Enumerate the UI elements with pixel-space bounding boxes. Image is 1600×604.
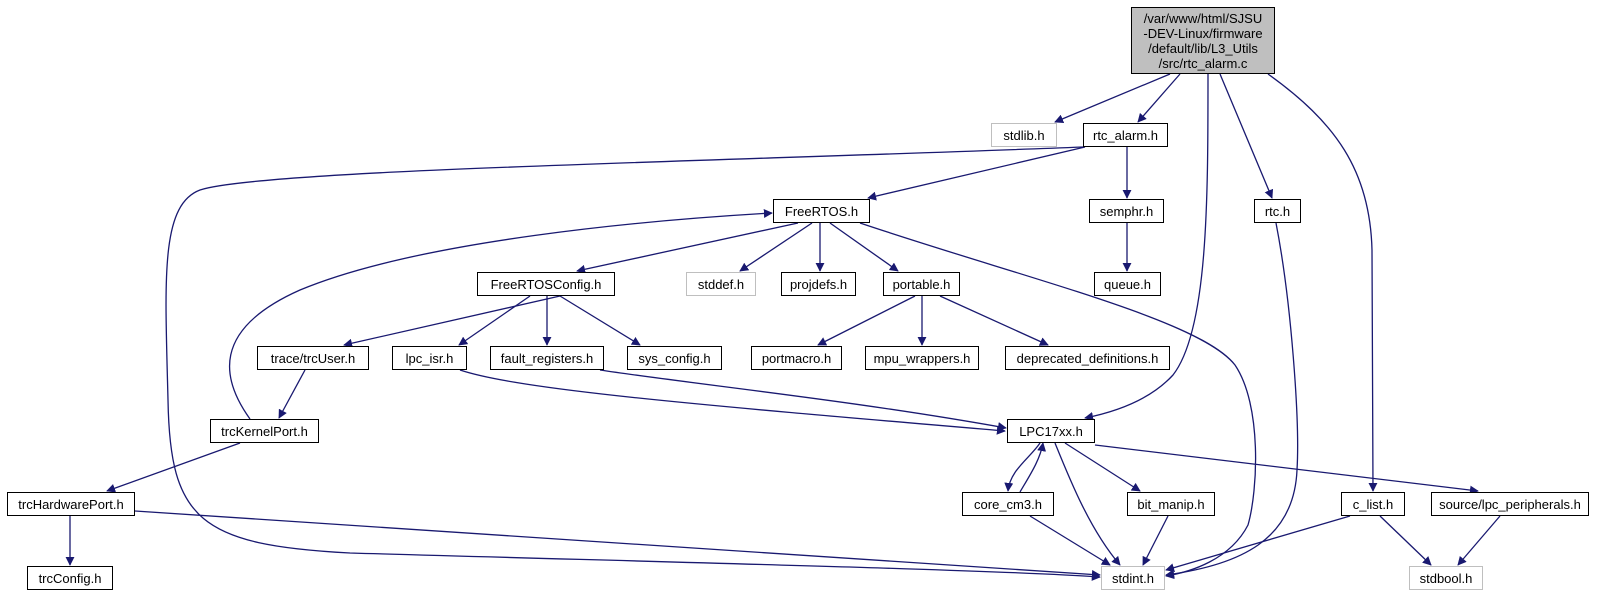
root-line-3: /default/lib/L3_Utils [1148, 40, 1258, 56]
node-lpc-isr-h[interactable]: lpc_isr.h [392, 346, 467, 370]
edge-root-to-rtc-alarm [1137, 73, 1181, 123]
edge-lpc17xx-to-bit-manip [1064, 442, 1141, 492]
node-stddef-h: stddef.h [686, 272, 756, 296]
node-lpc17xx-h[interactable]: LPC17xx.h [1007, 419, 1095, 443]
node-rtc-alarm-h[interactable]: rtc_alarm.h [1083, 123, 1168, 147]
edge-c-list-to-stdbool [1379, 515, 1432, 566]
node-stdint-h: stdint.h [1101, 566, 1165, 590]
edge-fault-to-lpc17xx [599, 369, 1007, 431]
edge-freertosconfig-to-sysconfig [559, 295, 641, 346]
edge-trchw-to-stdint [134, 510, 1101, 579]
edge-freertos-to-portable [829, 222, 899, 272]
edge-bit-manip-to-stdint [1142, 515, 1169, 566]
edge-portable-to-portmacro [817, 295, 916, 346]
node-trace-trcuser-h[interactable]: trace/trcUser.h [257, 346, 369, 370]
edge-freertosconfig-to-lpc-isr [458, 295, 531, 346]
node-sys-config-h[interactable]: sys_config.h [627, 346, 722, 370]
node-freertosconfig-h[interactable]: FreeRTOSConfig.h [477, 272, 615, 296]
edge-lpc-isr-to-lpc17xx [459, 369, 1006, 435]
edge-core-cm3-to-stdint [1029, 515, 1111, 566]
edge-portable-to-deprecated [939, 295, 1049, 346]
node-portable-h[interactable]: portable.h [883, 272, 960, 296]
edge-trcuser-to-trckernelport [278, 369, 306, 419]
edge-core-cm3-to-lpc17xx [1019, 442, 1047, 493]
edge-trckernelport-to-freertos [228, 208, 773, 420]
root-node-rtc-alarm-c: /var/www/html/SJSU -DEV-Linux/firmware /… [1131, 7, 1275, 74]
node-trckernelport-h[interactable]: trcKernelPort.h [210, 419, 319, 443]
node-source-lpc-peripherals-h[interactable]: source/lpc_peripherals.h [1431, 492, 1589, 516]
edge-freertosconfig-to-trcuser [343, 295, 561, 348]
edge-freertos-to-stddef [739, 222, 813, 272]
node-mpu-wrappers-h[interactable]: mpu_wrappers.h [865, 346, 979, 370]
edge-root-to-lpc17xx [1084, 73, 1209, 421]
edge-lpc17xx-to-core-cm3 [1004, 442, 1041, 492]
root-line-1: /var/www/html/SJSU [1143, 10, 1263, 26]
node-semphr-h[interactable]: semphr.h [1089, 199, 1164, 223]
edge-lpc17xx-to-lpc-peripherals [1094, 444, 1479, 495]
node-fault-registers-h[interactable]: fault_registers.h [490, 346, 604, 370]
root-line-4: /src/rtc_alarm.c [1158, 55, 1248, 71]
edge-root-to-stdlib [1054, 73, 1171, 124]
node-projdefs-h[interactable]: projdefs.h [781, 272, 856, 296]
node-core-cm3-h[interactable]: core_cm3.h [962, 492, 1054, 516]
root-line-2: -DEV-Linux/firmware [1143, 25, 1263, 41]
node-stdlib-h: stdlib.h [991, 123, 1057, 147]
edge-root-to-c-list [1267, 73, 1378, 492]
edge-rtc-alarm-to-freertos [867, 146, 1086, 201]
node-stdbool-h: stdbool.h [1409, 566, 1483, 590]
node-trchardwareport-h[interactable]: trcHardwarePort.h [7, 492, 135, 516]
edge-rtc-to-stdint [1165, 222, 1299, 579]
edge-root-to-rtc [1219, 73, 1274, 199]
node-rtc-h[interactable]: rtc.h [1254, 199, 1301, 223]
node-bit-manip-h[interactable]: bit_manip.h [1127, 492, 1215, 516]
node-queue-h[interactable]: queue.h [1094, 272, 1161, 296]
node-freertos-h[interactable]: FreeRTOS.h [773, 199, 870, 223]
edge-c-list-to-stdint [1165, 515, 1351, 573]
edge-lpc-peripherals-to-stdbool [1457, 515, 1501, 566]
node-portmacro-h[interactable]: portmacro.h [751, 346, 842, 370]
node-c-list-h[interactable]: c_list.h [1341, 492, 1405, 516]
edge-trckernelport-to-trchw [106, 442, 241, 493]
edge-freertos-to-freertosconfig [576, 222, 799, 274]
node-deprecated-definitions-h[interactable]: deprecated_definitions.h [1005, 346, 1170, 370]
edge-lpc17xx-to-stdint [1054, 442, 1121, 566]
node-trcconfig-h[interactable]: trcConfig.h [27, 566, 113, 590]
edge-freertos-to-stdint [859, 222, 1257, 580]
edge-rtc-alarm-to-stdint [165, 146, 1101, 581]
